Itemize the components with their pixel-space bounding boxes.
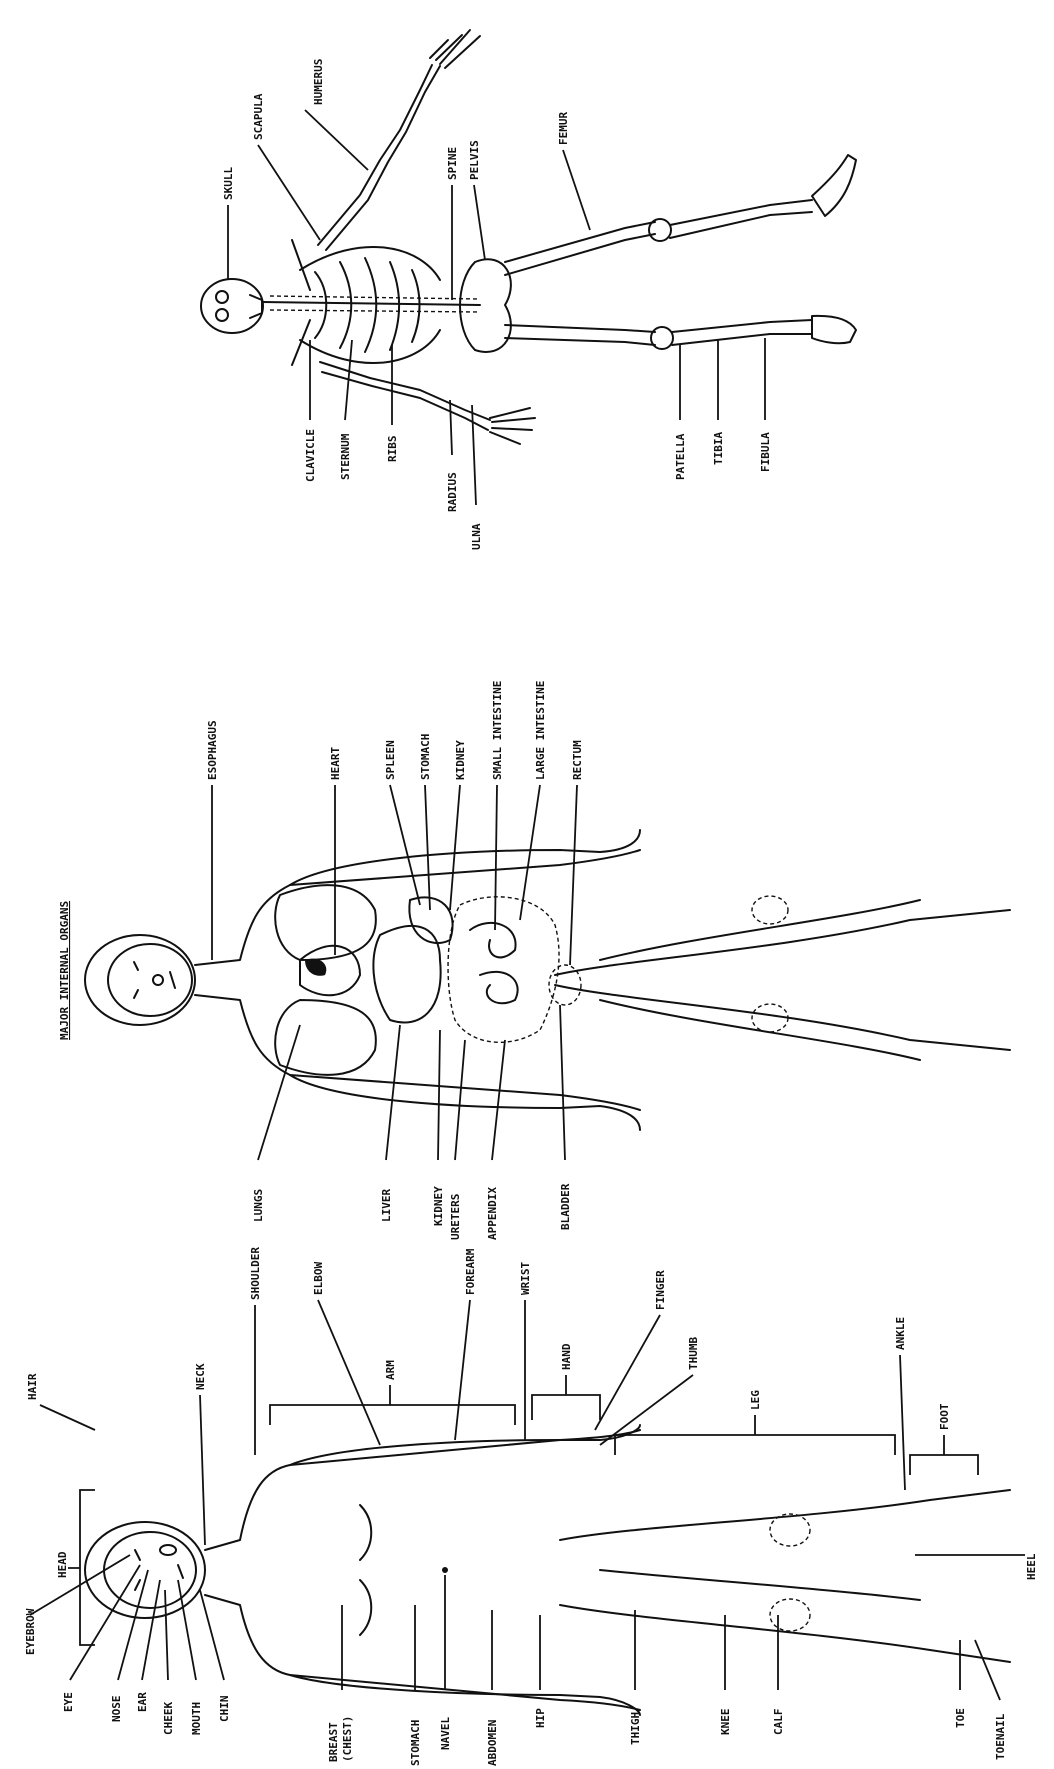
label-stomach-organ: STOMACH <box>419 734 432 780</box>
label-heel: HEEL <box>1025 1553 1038 1580</box>
label-hair: HAIR <box>26 1373 39 1400</box>
label-elbow: ELBOW <box>312 1262 325 1295</box>
label-nose: NOSE <box>110 1696 123 1723</box>
label-toenail: TOENAIL <box>994 1713 1007 1760</box>
label-pelvis: PELVIS <box>468 140 481 180</box>
skeleton-labels: SKULL SCAPULA HUMERUS SPINE PELVIS FEMUR… <box>222 59 772 550</box>
label-spleen: SPLEEN <box>384 740 397 780</box>
label-arm: ARM <box>384 1360 397 1380</box>
label-navel: NAVEL <box>439 1717 452 1750</box>
label-forearm: FOREARM <box>464 1248 477 1295</box>
label-shoulder: SHOULDER <box>249 1247 262 1300</box>
label-esophagus: ESOPHAGUS <box>206 720 219 780</box>
label-small-intestine: SMALL INTESTINE <box>491 681 504 780</box>
label-kidney-top: KIDNEY <box>454 740 467 780</box>
label-ankle: ANKLE <box>894 1317 907 1350</box>
label-hip: HIP <box>534 1708 547 1728</box>
label-radius: RADIUS <box>446 472 459 512</box>
label-stomach-external: STOMACH <box>409 1720 422 1766</box>
label-thumb: THUMB <box>687 1337 700 1370</box>
label-mouth: MOUTH <box>190 1702 203 1735</box>
external-body-figure <box>85 1425 1010 1715</box>
label-ear: EAR <box>136 1692 149 1712</box>
organs-figure <box>85 830 1010 1130</box>
label-eyebrow: EYEBROW <box>24 1608 37 1655</box>
label-kidney-bottom: KIDNEY <box>432 1186 445 1226</box>
label-scapula: SCAPULA <box>252 93 265 140</box>
label-toe: TOE <box>954 1708 967 1728</box>
label-ulna: ULNA <box>470 523 483 550</box>
label-cheek: CHEEK <box>162 1702 175 1735</box>
label-chin: CHIN <box>218 1696 231 1723</box>
label-chest: (CHEST) <box>341 1716 354 1762</box>
label-bladder: BLADDER <box>559 1183 572 1230</box>
label-patella: PATELLA <box>674 433 687 480</box>
label-fibula: FIBULA <box>759 432 772 472</box>
label-wrist: WRIST <box>519 1262 532 1295</box>
label-finger: FINGER <box>654 1270 667 1310</box>
label-humerus: HUMERUS <box>312 59 325 105</box>
label-ureters: URETERS <box>449 1194 462 1240</box>
organs-title: MAJOR INTERNAL ORGANS <box>58 901 71 1040</box>
label-lungs: LUNGS <box>252 1189 265 1222</box>
label-breast: BREAST <box>327 1722 340 1762</box>
label-ribs: RIBS <box>386 436 399 463</box>
organs-labels: ESOPHAGUS HEART SPLEEN STOMACH KIDNEY SM… <box>206 681 584 1240</box>
label-leg: LEG <box>749 1390 762 1410</box>
label-heart: HEART <box>329 747 342 780</box>
label-skull: SKULL <box>222 167 235 200</box>
label-knee: KNEE <box>719 1709 732 1736</box>
label-hand: HAND <box>560 1343 573 1370</box>
label-eye: EYE <box>62 1692 75 1712</box>
label-large-intestine: LARGE INTESTINE <box>534 681 547 780</box>
label-neck: NECK <box>194 1363 207 1390</box>
label-sternum: STERNUM <box>339 433 352 480</box>
label-tibia: TIBIA <box>712 432 725 465</box>
label-thigh: THIGH <box>629 1712 642 1745</box>
label-head: HEAD <box>56 1551 69 1578</box>
label-abdomen: ABDOMEN <box>486 1720 499 1766</box>
label-appendix: APPENDIX <box>486 1187 499 1240</box>
label-clavicle: CLAVICLE <box>304 429 317 482</box>
label-femur: FEMUR <box>557 112 570 145</box>
label-foot: FOOT <box>938 1403 951 1430</box>
label-rectum: RECTUM <box>571 740 584 780</box>
skeleton-figure <box>201 30 856 444</box>
label-liver: LIVER <box>380 1189 393 1222</box>
label-calf: CALF <box>772 1709 785 1736</box>
label-spine: SPINE <box>446 147 459 180</box>
